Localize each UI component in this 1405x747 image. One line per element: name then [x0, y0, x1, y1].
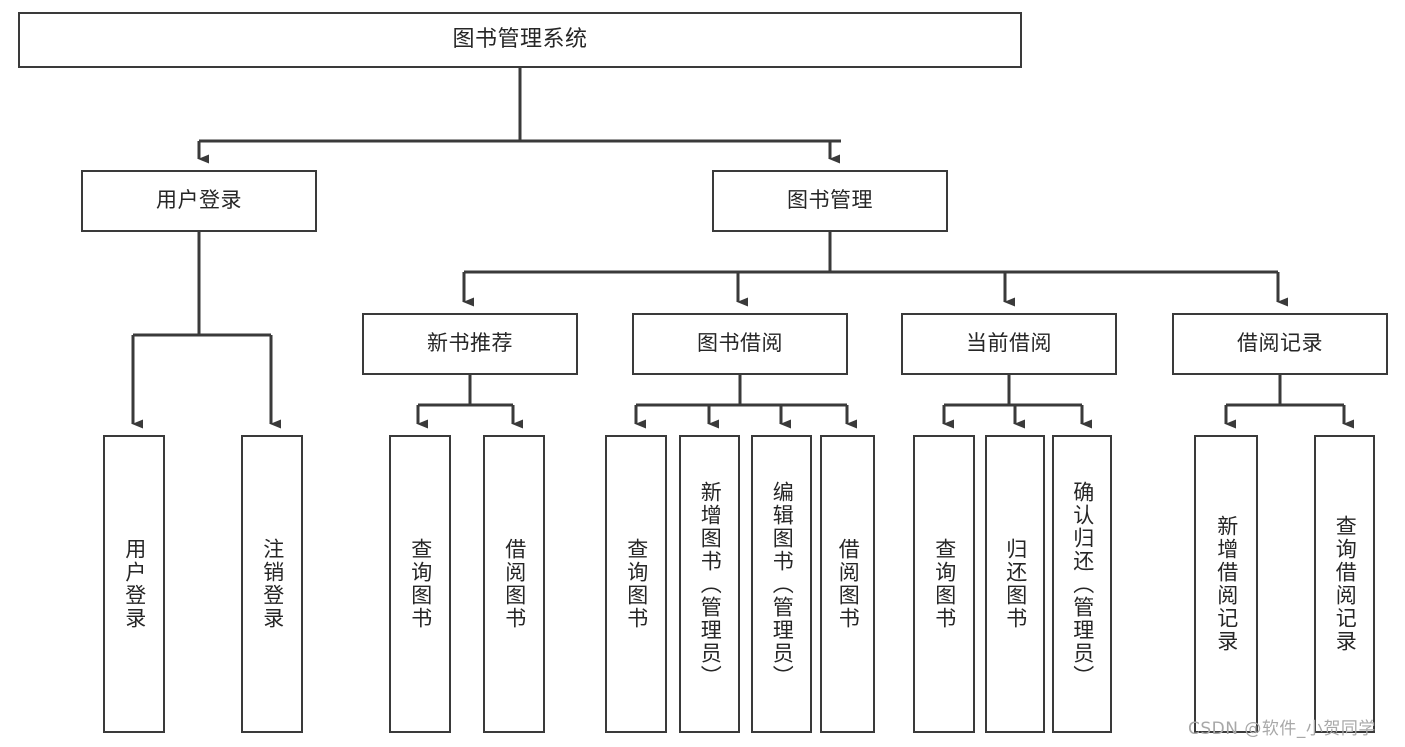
node-leaf-user-login[interactable]: 用户登录 — [103, 435, 165, 733]
node-leaf-borrow-book-2-label: 借阅图书 — [836, 538, 861, 630]
node-leaf-query-book-3[interactable]: 查询图书 — [913, 435, 975, 733]
node-leaf-confirm-return-admin[interactable]: 确认归还（管理员） — [1052, 435, 1112, 733]
node-user-login-label: 用户登录 — [156, 188, 242, 213]
node-leaf-borrow-book-1-label: 借阅图书 — [502, 538, 527, 630]
node-leaf-user-login-label: 用户登录 — [122, 538, 147, 630]
node-leaf-borrow-book-2[interactable]: 借阅图书 — [820, 435, 875, 733]
node-leaf-edit-book-admin-label: 编辑图书（管理员） — [770, 480, 795, 688]
node-leaf-edit-book-admin[interactable]: 编辑图书（管理员） — [751, 435, 812, 733]
node-leaf-query-book-2[interactable]: 查询图书 — [605, 435, 667, 733]
node-new-book-recommend[interactable]: 新书推荐 — [362, 313, 578, 375]
node-borrow-record[interactable]: 借阅记录 — [1172, 313, 1388, 375]
node-leaf-logout-login-label: 注销登录 — [260, 538, 285, 630]
node-leaf-return-book[interactable]: 归还图书 — [985, 435, 1045, 733]
node-leaf-return-book-label: 归还图书 — [1003, 538, 1028, 630]
node-book-manage[interactable]: 图书管理 — [712, 170, 948, 232]
node-leaf-logout-login[interactable]: 注销登录 — [241, 435, 303, 733]
node-leaf-query-borrow-record-label: 查询借阅记录 — [1333, 515, 1358, 653]
node-book-manage-label: 图书管理 — [787, 188, 873, 213]
node-leaf-query-book-3-label: 查询图书 — [932, 538, 957, 630]
node-leaf-query-borrow-record[interactable]: 查询借阅记录 — [1314, 435, 1375, 733]
node-leaf-confirm-return-admin-label: 确认归还（管理员） — [1070, 480, 1095, 688]
node-book-borrow[interactable]: 图书借阅 — [632, 313, 848, 375]
watermark-text: CSDN @软件_小贺同学 — [1188, 719, 1376, 739]
node-user-login[interactable]: 用户登录 — [81, 170, 317, 232]
node-borrow-record-label: 借阅记录 — [1237, 331, 1323, 356]
node-leaf-query-book-1-label: 查询图书 — [408, 538, 433, 630]
node-leaf-query-book-1[interactable]: 查询图书 — [389, 435, 451, 733]
node-book-borrow-label: 图书借阅 — [697, 331, 783, 356]
node-root-label: 图书管理系统 — [452, 26, 588, 52]
node-current-borrow-label: 当前借阅 — [966, 331, 1052, 356]
node-leaf-query-book-2-label: 查询图书 — [624, 538, 649, 630]
node-current-borrow[interactable]: 当前借阅 — [901, 313, 1117, 375]
node-leaf-add-borrow-record[interactable]: 新增借阅记录 — [1194, 435, 1258, 733]
node-new-book-recommend-label: 新书推荐 — [427, 331, 513, 356]
node-leaf-add-book-admin[interactable]: 新增图书（管理员） — [679, 435, 740, 733]
node-leaf-add-book-admin-label: 新增图书（管理员） — [698, 480, 723, 688]
node-root[interactable]: 图书管理系统 — [18, 12, 1022, 68]
node-leaf-add-borrow-record-label: 新增借阅记录 — [1214, 515, 1239, 653]
node-leaf-borrow-book-1[interactable]: 借阅图书 — [483, 435, 545, 733]
